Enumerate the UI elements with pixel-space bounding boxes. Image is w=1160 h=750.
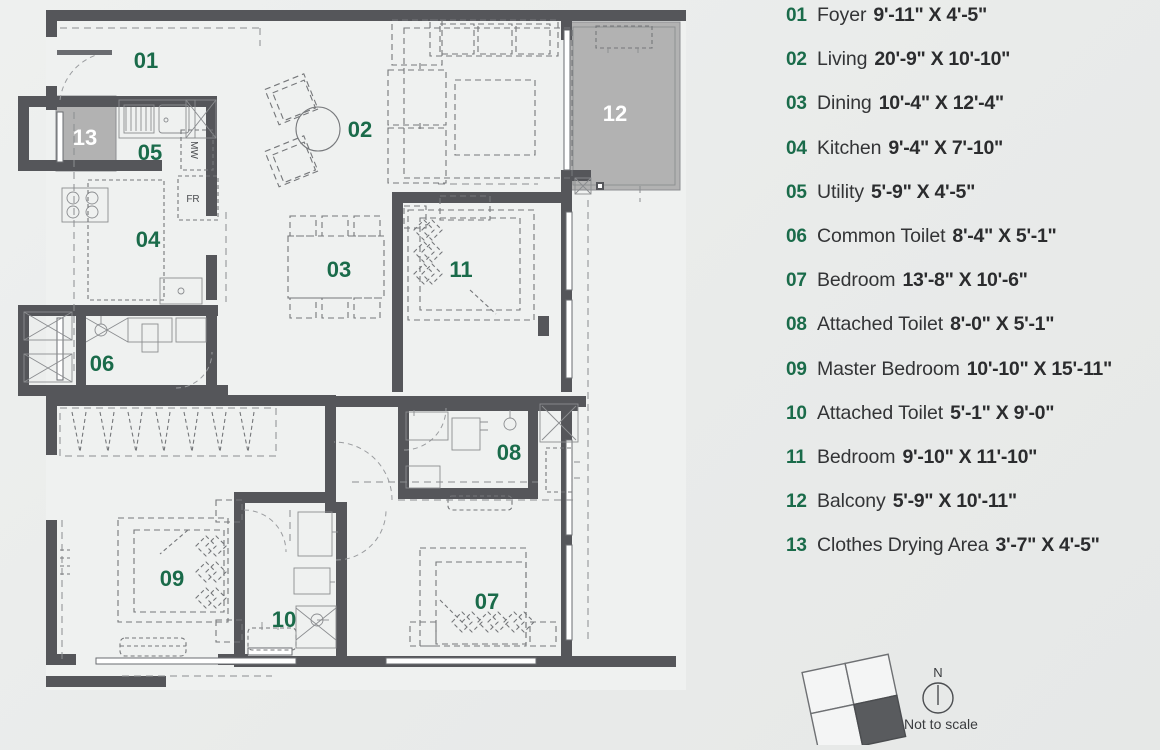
legend-room-name: Foyer (817, 4, 867, 26)
legend-number: 13 (786, 535, 807, 557)
balcony-detail (574, 25, 653, 195)
legend-room-name: Living (817, 48, 868, 71)
legend-item-10: 10 Attached Toilet 5'-1" X 9'-0" (786, 402, 1158, 446)
room-label-13: 13 (73, 125, 97, 150)
room-label-10: 10 (272, 607, 296, 632)
legend-item-12: 12 Balcony 5'-9" X 10'-11" (786, 490, 1158, 534)
legend-number: 04 (786, 137, 807, 159)
legend-dimension: 3'-7" X 4'-5" (995, 534, 1100, 557)
legend-item-07: 07 Bedroom 13'-8" X 10'-6" (786, 269, 1158, 313)
legend-item-13: 13 Clothes Drying Area 3'-7" X 4'-5" (786, 534, 1158, 578)
room-label-11: 11 (449, 257, 472, 282)
floor-plan-drawing: .wall { fill: #55565a; } .wall-l{ fill: … (18, 10, 686, 687)
room-label-05: 05 (138, 140, 162, 165)
room-label-03: 03 (327, 257, 351, 282)
legend-room-name: Attached Toilet (817, 401, 944, 424)
windows (56, 29, 573, 665)
legend-room-name: Balcony (817, 490, 886, 513)
legend-number: 07 (786, 270, 807, 292)
legend-dimension: 10'-10" X 15'-11" (966, 357, 1112, 380)
legend-item-03: 03 Dining 10'-4" X 12'-4" (786, 92, 1158, 136)
room-label-01: 01 (134, 48, 158, 73)
appliance-label-fr: FR (186, 194, 199, 205)
legend-dimension: 10'-4" X 12'-4" (878, 92, 1004, 115)
legend-item-04: 04 Kitchen 9'-4" X 7'-10" (786, 137, 1158, 181)
legend-number: 02 (786, 49, 807, 71)
legend-number: 06 (786, 225, 807, 247)
balcony-fill (567, 21, 681, 191)
legend-item-09: 09 Master Bedroom 10'-10" X 15'-11" (786, 358, 1158, 402)
room-label-07: 07 (475, 589, 499, 614)
bedroom09-furniture (60, 499, 243, 660)
key-plan-and-compass: N Not to scale (790, 645, 1150, 745)
legend-number: 10 (786, 402, 807, 424)
legend-room-name: Utility (817, 180, 864, 203)
legend-item-05: 05 Utility 5'-9" X 4'-5" (786, 181, 1158, 225)
legend-dimension: 20'-9" X 10'-10" (874, 48, 1011, 71)
legend-number: 01 (786, 5, 807, 26)
legend-number: 11 (786, 446, 806, 468)
wardrobe-hatching (59, 407, 277, 457)
kitchen-fixtures (61, 99, 219, 305)
room-label-02: 02 (348, 117, 372, 142)
legend-room-name: Master Bedroom (817, 357, 960, 380)
doors (57, 50, 447, 561)
bedroom11-furniture (403, 195, 535, 321)
legend-list: 01 Foyer 9'-11" X 4'-5" 02 Living 20'-9" X 10… (786, 4, 1158, 578)
legend-dimension: 8'-4" X 5'-1" (952, 224, 1057, 247)
legend-number: 12 (786, 491, 807, 513)
legend-item-11: 11 Bedroom 9'-10" X 11'-10" (786, 446, 1158, 490)
legend-dimension: 9'-10" X 11'-10" (902, 445, 1038, 468)
toilet06-fixtures (23, 311, 207, 383)
legend-dimension: 9'-11" X 4'-5" (873, 4, 987, 26)
dining-furniture (287, 215, 385, 319)
room-label-08: 08 (497, 440, 521, 465)
legend-item-06: 06 Common Toilet 8'-4" X 5'-1" (786, 225, 1158, 269)
appliance-label-mw: MW (188, 141, 199, 159)
legend-number: 09 (786, 358, 807, 380)
north-label: N (933, 665, 942, 680)
setback-lines (60, 27, 641, 677)
room-legend: 01 Foyer 9'-11" X 4'-5" 02 Living 20'-9" X 10… (780, 0, 1160, 750)
legend-room-name: Bedroom (817, 445, 896, 468)
toilet10-fixtures (247, 511, 338, 656)
legend-dimension: 5'-9" X 4'-5" (870, 180, 976, 203)
north-compass-icon: N (922, 665, 954, 714)
key-plan-blocks (801, 653, 907, 745)
toilet08-fixtures (398, 403, 580, 511)
legend-dimension: 5'-9" X 10'-11" (892, 490, 1017, 513)
legend-room-name: Attached Toilet (817, 313, 944, 336)
legend-dimension: 5'-1" X 9'-0" (950, 401, 1055, 424)
room-label-09: 09 (160, 566, 184, 591)
room-label-06: 06 (90, 351, 114, 376)
legend-number: 03 (786, 93, 807, 115)
legend-room-name: Common Toilet (817, 224, 946, 247)
room-label-12: 12 (603, 101, 627, 126)
legend-number: 08 (786, 314, 807, 336)
legend-room-name: Kitchen (817, 136, 882, 159)
legend-dimension: 9'-4" X 7'-10" (888, 136, 1003, 159)
living-furniture (264, 19, 573, 188)
appliance-labels: MW FR (186, 141, 199, 205)
legend-dimension: 8'-0" X 5'-1" (950, 313, 1055, 336)
room-number-labels: 01 02 03 04 05 06 07 08 09 10 11 12 13 (73, 48, 627, 632)
bedroom07-furniture (409, 547, 557, 647)
legend-room-name: Clothes Drying Area (817, 534, 989, 557)
legend-item-02: 02 Living 20'-9" X 10'-10" (786, 48, 1158, 92)
scale-note: Not to scale (904, 716, 978, 732)
legend-number: 05 (786, 181, 807, 203)
legend-item-01: 01 Foyer 9'-11" X 4'-5" (786, 4, 1158, 48)
legend-room-name: Dining (817, 92, 872, 115)
legend-item-08: 08 Attached Toilet 8'-0" X 5'-1" (786, 313, 1158, 357)
room-label-04: 04 (136, 227, 161, 252)
legend-room-name: Bedroom (817, 269, 896, 292)
legend-dimension: 13'-8" X 10'-6" (902, 269, 1028, 292)
floor-plan-svg: .wall { fill: #55565a; } .wall-l{ fill: … (18, 10, 686, 687)
